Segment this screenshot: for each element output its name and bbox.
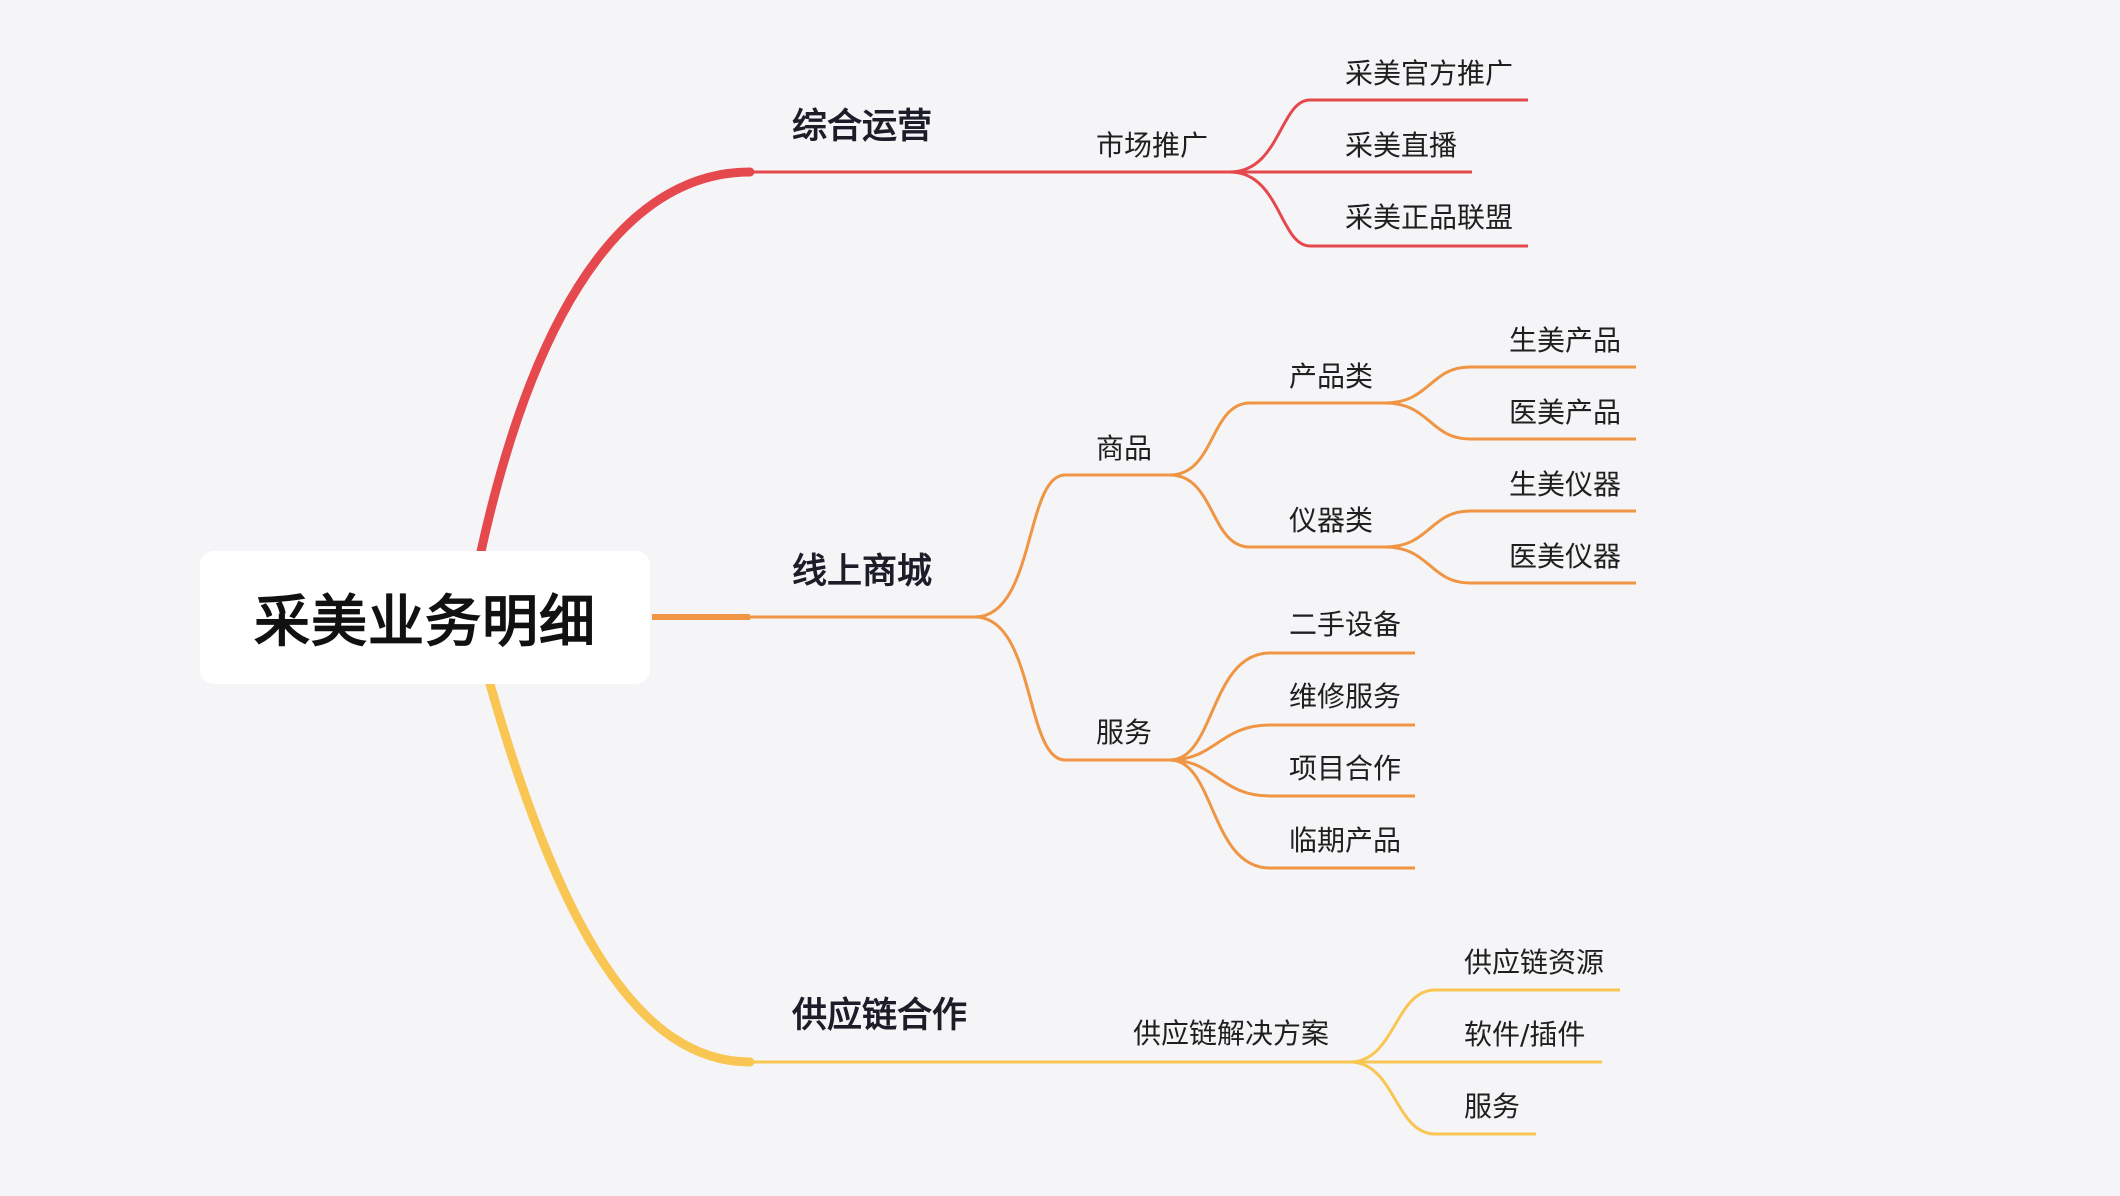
leaf-supply-resources[interactable]: 供应链资源 [1464,946,1605,979]
connector-goods-instruments [1169,473,1251,549]
leaf-medical-beauty-products[interactable]: 医美产品 [1509,396,1622,429]
connector-goods-products [1169,401,1251,477]
connector-solution-resource [1349,988,1620,1064]
leaf-live-stream[interactable]: 采美直播 [1345,129,1458,162]
connector-service-secondhand [1169,651,1415,762]
connector-market-alliance [1229,170,1528,248]
node-services[interactable]: 服务 [1096,716,1153,749]
node-product-category[interactable]: 产品类 [1289,360,1374,393]
leaf-medical-beauty-instruments[interactable]: 医美仪器 [1509,540,1622,573]
node-supply-solution[interactable]: 供应链解决方案 [1133,1017,1330,1050]
leaf-project-cooperation[interactable]: 项目合作 [1289,752,1402,785]
leaf-official-promotion[interactable]: 采美官方推广 [1345,57,1514,90]
leaf-expiring-products[interactable]: 临期产品 [1289,824,1402,857]
leaf-secondhand-equipment[interactable]: 二手设备 [1289,608,1402,641]
connector-instruments-life [1384,509,1636,549]
node-instrument-category[interactable]: 仪器类 [1289,504,1374,537]
leaf-repair-service[interactable]: 维修服务 [1289,680,1402,713]
leaf-life-beauty-instruments[interactable]: 生美仪器 [1509,468,1622,501]
branch-supply-label[interactable]: 供应链合作 [792,996,968,1036]
leaf-life-beauty-products[interactable]: 生美产品 [1509,324,1622,357]
connector-mall-goods [974,473,1066,619]
connector-service-project [1169,758,1415,798]
leaf-supply-services[interactable]: 服务 [1464,1090,1521,1123]
branch-mall-label[interactable]: 线上商城 [792,552,933,592]
root-node[interactable]: 采美业务明细 [200,551,650,684]
leaf-authentic-alliance[interactable]: 采美正品联盟 [1345,201,1514,234]
branch-ops-label[interactable]: 综合运营 [792,107,933,147]
connector-root-supply [485,679,755,1067]
connector-root-ops [475,167,755,561]
leaf-software-plugins[interactable]: 软件/插件 [1464,1018,1586,1051]
node-market-promotion[interactable]: 市场推广 [1096,129,1209,162]
connector-instruments-medical [1384,545,1636,585]
connector-products-life [1384,365,1636,405]
root-label: 采美业务明细 [254,590,596,655]
connector-service-expiring [1169,758,1415,870]
connector-solution-service [1349,1060,1536,1136]
connector-products-medical [1384,401,1636,441]
connector-mall-service [974,615,1066,762]
node-goods[interactable]: 商品 [1096,432,1153,465]
connector-service-repair [1169,723,1415,762]
connector-market-official [1229,98,1528,174]
